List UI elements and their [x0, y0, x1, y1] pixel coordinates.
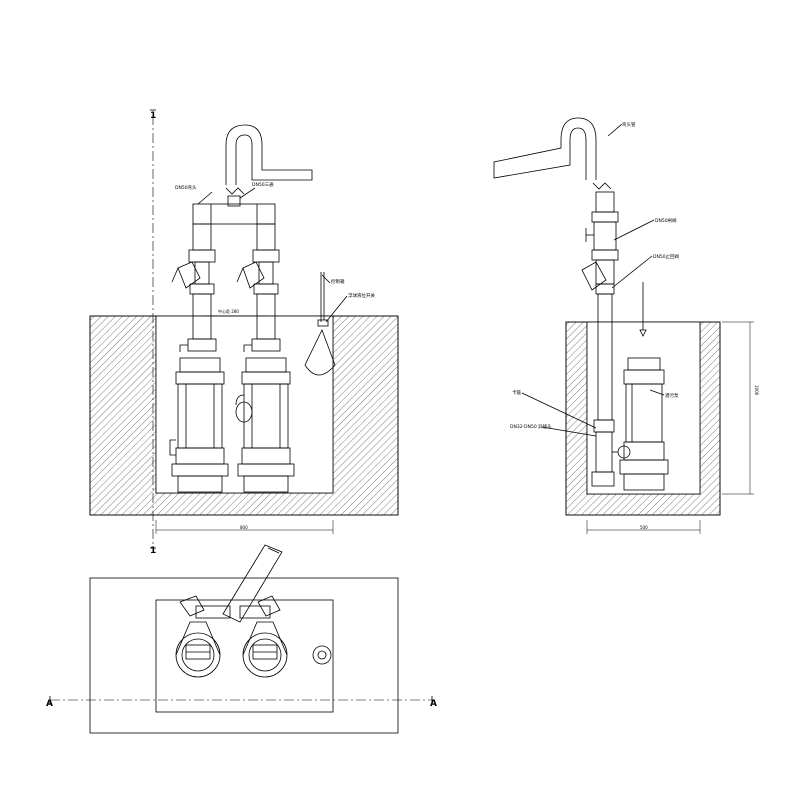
plan-inner	[155, 599, 334, 713]
label-spacing-dim: 中心距 280	[218, 308, 239, 314]
label-reducer: DN32-DN50 异径头	[510, 423, 552, 430]
plan-marker-right: A	[430, 699, 437, 709]
section-marker-top: 1	[150, 111, 156, 121]
label-side-width: 500	[640, 525, 648, 530]
label-dn50-tee: DN50三通	[252, 181, 274, 188]
label-dn50-elbow: DN50弯头	[175, 184, 197, 191]
side-outlet-elbow	[493, 117, 597, 180]
label-float-switch: 浮球液位开关	[348, 292, 375, 299]
label-side-height: 1000	[754, 385, 759, 396]
label-dn50-valve: DN50闸阀	[655, 217, 677, 224]
label-elbow-pipe: 弯头管	[622, 121, 636, 128]
front-float-ball	[304, 328, 336, 376]
label-pit-width: 800	[240, 525, 248, 530]
front-pit-inner	[155, 315, 334, 494]
plan-outer	[89, 577, 399, 734]
front-outlet-elbow	[225, 124, 313, 185]
label-clamp: 卡箍	[512, 389, 521, 396]
plan-float	[312, 645, 332, 665]
front-elevation	[89, 109, 399, 549]
plan-outlet-pipe	[222, 544, 283, 623]
side-elevation	[493, 117, 754, 534]
label-control-box: 控制箱	[331, 278, 345, 285]
label-dn50-check: DN50止回阀	[653, 253, 680, 260]
plan-view	[49, 544, 435, 734]
label-pump: 潜污泵	[665, 392, 679, 399]
plan-marker-left: A	[46, 699, 53, 709]
section-marker-bottom: 1	[150, 546, 156, 556]
